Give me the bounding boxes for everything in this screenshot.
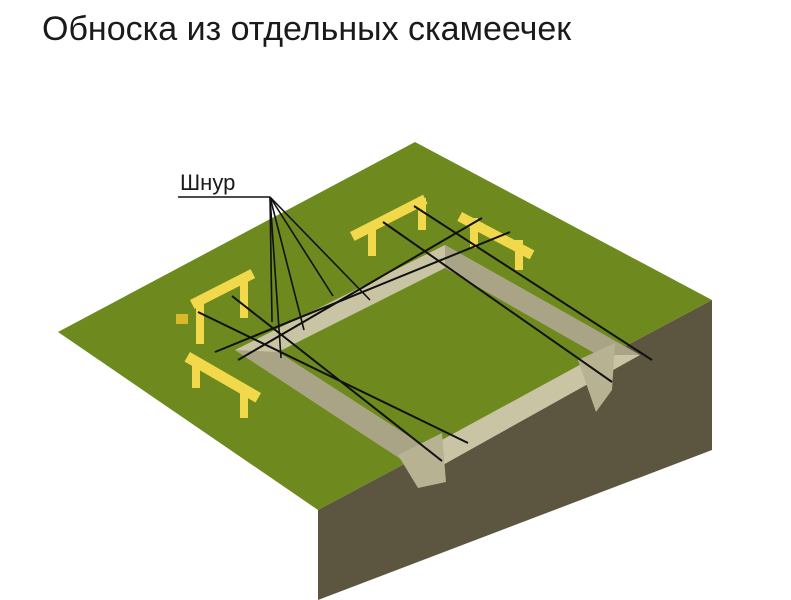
leader-line [269,196,305,331]
trench-wall-shade-left [235,350,427,475]
cord-line [413,205,653,361]
trench-notch-front-right [578,343,615,412]
trench-wall-shade-right [445,245,640,355]
leader-line [269,196,273,323]
cord-line [382,221,613,383]
leader-line [269,196,334,297]
bench-left-back [176,269,256,344]
bench-right-front [457,211,535,270]
cord-label-text: Шнур [180,170,235,195]
cord-line [197,311,469,444]
bench-left-front [184,351,262,418]
bench-right-back [349,194,428,256]
soil-front-face [318,300,712,600]
inner-grass-island [278,268,598,448]
page-title: Обноска из отдельных скамеечек [42,10,572,48]
cord-line [231,295,443,462]
trench-notch-front-left [398,433,446,488]
cord-label: Шнур [178,170,371,359]
leader-line [269,196,371,301]
leader-line [269,196,282,359]
batter-boards [176,194,535,418]
